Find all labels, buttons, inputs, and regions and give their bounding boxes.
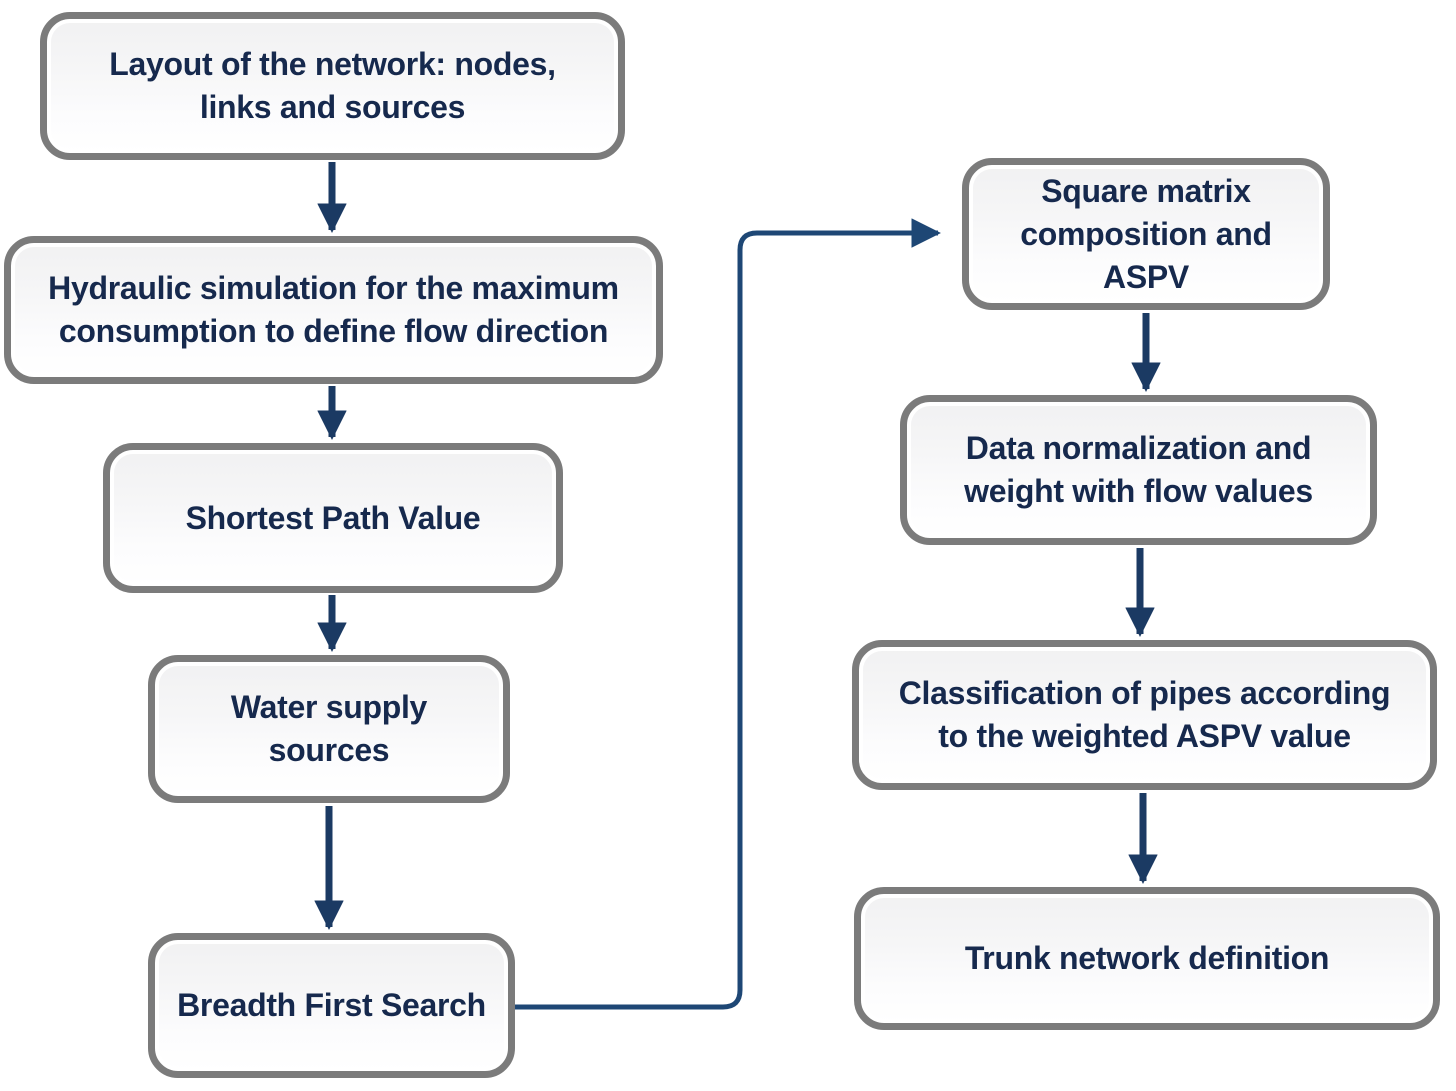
node-trunk-network-label: Trunk network definition: [964, 940, 1330, 976]
node-pipe-classification-label: Classification of pipes according to the…: [898, 675, 1391, 754]
node-layout-network: Layout of the network: nodes, links and …: [40, 12, 625, 160]
node-hydraulic-simulation-label: Hydraulic simulation for the maximum con…: [48, 270, 619, 349]
node-pipe-classification: Classification of pipes according to the…: [852, 640, 1437, 790]
node-water-supply-sources: Water supply sources: [148, 655, 510, 803]
node-shortest-path-value: Shortest Path Value: [103, 443, 563, 593]
node-hydraulic-simulation: Hydraulic simulation for the maximum con…: [4, 236, 663, 384]
connector-bfs-to-matrix: [512, 218, 941, 1010]
node-water-supply-sources-label: Water supply sources: [230, 689, 428, 768]
node-breadth-first-search-label: Breadth First Search: [177, 987, 486, 1023]
node-square-matrix-aspv: Square matrix composition and ASPV: [962, 158, 1330, 310]
node-data-normalization: Data normalization and weight with flow …: [900, 395, 1377, 545]
node-breadth-first-search: Breadth First Search: [148, 933, 515, 1078]
node-data-normalization-label: Data normalization and weight with flow …: [964, 430, 1313, 509]
node-square-matrix-aspv-label: Square matrix composition and ASPV: [1020, 172, 1272, 295]
node-layout-network-label: Layout of the network: nodes, links and …: [109, 46, 556, 125]
node-trunk-network: Trunk network definition: [854, 887, 1440, 1030]
node-shortest-path-value-label: Shortest Path Value: [185, 499, 481, 536]
